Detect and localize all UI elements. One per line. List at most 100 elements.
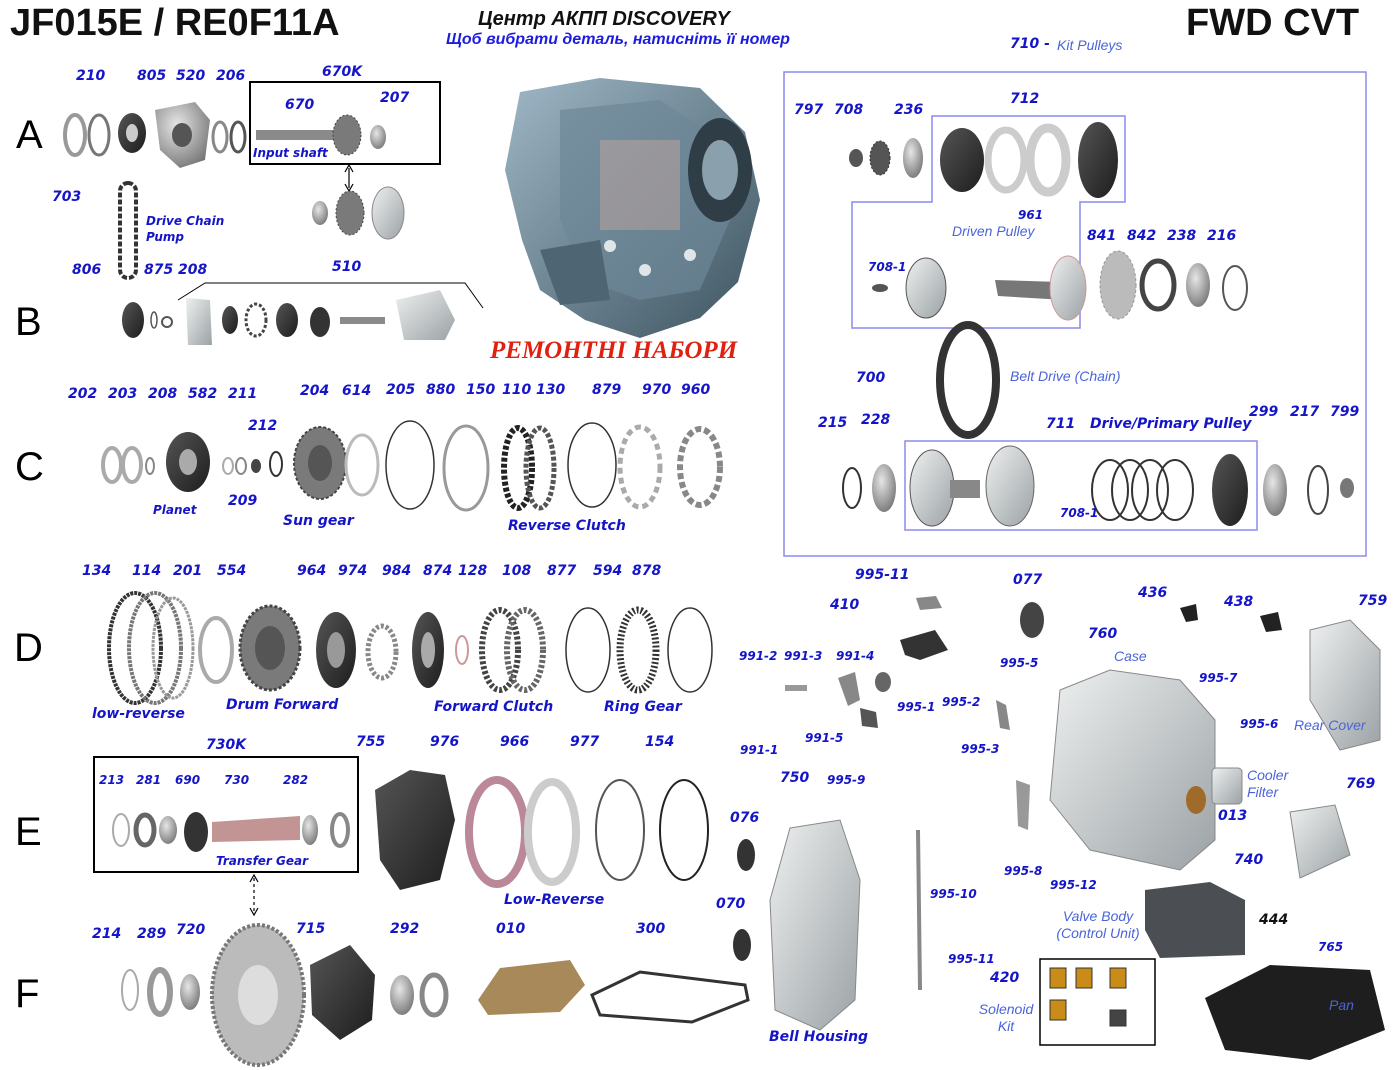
- part-number[interactable]: 875: [144, 262, 174, 278]
- part-number[interactable]: 841: [1087, 228, 1117, 244]
- part-number[interactable]: 878: [632, 563, 662, 579]
- part-number[interactable]: 710 -: [1010, 36, 1050, 52]
- part-number[interactable]: 708-1: [1060, 506, 1099, 520]
- part-number[interactable]: 995-6: [1240, 717, 1279, 731]
- part-number[interactable]: 206: [216, 68, 246, 84]
- part-number[interactable]: 114: [132, 563, 162, 579]
- part-number[interactable]: 281: [136, 773, 162, 787]
- part-number[interactable]: 410: [830, 597, 860, 613]
- part-number[interactable]: 210: [76, 68, 106, 84]
- part-number[interactable]: 134: [82, 563, 112, 579]
- part-number[interactable]: 995-7: [1199, 671, 1238, 685]
- part-number[interactable]: 201: [173, 563, 203, 579]
- part-number[interactable]: 444: [1259, 912, 1289, 928]
- part-number[interactable]: 877: [547, 563, 577, 579]
- part-number[interactable]: 520: [176, 68, 206, 84]
- part-number[interactable]: 805: [137, 68, 167, 84]
- part-number[interactable]: 282: [283, 773, 309, 787]
- part-number[interactable]: 216: [1207, 228, 1237, 244]
- part-number[interactable]: 769: [1346, 776, 1376, 792]
- part-number[interactable]: 730: [224, 773, 250, 787]
- part-number[interactable]: 211: [228, 386, 258, 402]
- part-number[interactable]: 799: [1330, 404, 1360, 420]
- part-number[interactable]: 730K: [206, 737, 247, 753]
- part-number[interactable]: 202: [68, 386, 98, 402]
- part-number[interactable]: 720: [176, 922, 206, 938]
- part-number[interactable]: 070: [716, 896, 746, 912]
- part-number[interactable]: 879: [592, 382, 622, 398]
- part-number[interactable]: 740: [1234, 852, 1264, 868]
- part-number[interactable]: 077: [1013, 572, 1043, 588]
- part-number[interactable]: 715: [296, 921, 326, 937]
- part-number[interactable]: 238: [1167, 228, 1197, 244]
- part-number[interactable]: 289: [137, 926, 167, 942]
- part-number[interactable]: 755: [356, 734, 386, 750]
- part-number[interactable]: 991-3: [784, 649, 823, 663]
- part-number[interactable]: 874: [423, 563, 453, 579]
- part-number[interactable]: 961: [1018, 208, 1044, 222]
- part-number[interactable]: 436: [1138, 585, 1168, 601]
- part-number[interactable]: 960: [681, 382, 711, 398]
- part-number[interactable]: 995-9: [827, 773, 866, 787]
- part-number[interactable]: 991-1: [740, 743, 779, 757]
- part-number[interactable]: 995-3: [961, 742, 1000, 756]
- part-number[interactable]: 765: [1318, 940, 1344, 954]
- part-number[interactable]: 013: [1218, 808, 1248, 824]
- part-number[interactable]: 209: [228, 493, 258, 509]
- part-number[interactable]: 150: [466, 382, 496, 398]
- part-number[interactable]: 299: [1249, 404, 1279, 420]
- part-number[interactable]: 292: [390, 921, 420, 937]
- part-number[interactable]: 228: [861, 412, 891, 428]
- part-number[interactable]: 207: [380, 90, 410, 106]
- part-number[interactable]: 759: [1358, 593, 1388, 609]
- part-number[interactable]: 212: [248, 418, 278, 434]
- part-number[interactable]: 750: [780, 770, 810, 786]
- part-number[interactable]: 708: [834, 102, 864, 118]
- part-number[interactable]: 204: [300, 383, 330, 399]
- part-number[interactable]: 995-5: [1000, 656, 1039, 670]
- part-number[interactable]: 010: [496, 921, 526, 937]
- part-number[interactable]: 670K: [322, 64, 363, 80]
- part-number[interactable]: 236: [894, 102, 924, 118]
- part-number[interactable]: 970: [642, 382, 672, 398]
- part-number[interactable]: 991-4: [836, 649, 875, 663]
- part-number[interactable]: 203: [108, 386, 138, 402]
- part-number[interactable]: 797: [794, 102, 824, 118]
- part-number[interactable]: 712: [1010, 91, 1040, 107]
- part-number[interactable]: 995-2: [942, 695, 981, 709]
- part-number[interactable]: 690: [175, 773, 201, 787]
- part-number[interactable]: 614: [342, 383, 372, 399]
- part-number[interactable]: 984: [382, 563, 412, 579]
- part-number[interactable]: 964: [297, 563, 327, 579]
- part-number[interactable]: 213: [99, 773, 125, 787]
- part-number[interactable]: 108: [502, 563, 532, 579]
- part-number[interactable]: 977: [570, 734, 600, 750]
- part-number[interactable]: 510: [332, 259, 362, 275]
- part-number[interactable]: 205: [386, 382, 416, 398]
- part-number[interactable]: 995-10: [930, 887, 977, 901]
- part-number[interactable]: 670: [285, 97, 315, 113]
- part-number[interactable]: 110: [502, 382, 532, 398]
- part-number[interactable]: 154: [645, 734, 675, 750]
- part-number[interactable]: 976: [430, 734, 460, 750]
- part-number[interactable]: 995-11: [948, 952, 995, 966]
- part-number[interactable]: 974: [338, 563, 368, 579]
- part-number[interactable]: 554: [217, 563, 247, 579]
- part-number[interactable]: 708-1: [868, 260, 907, 274]
- part-number[interactable]: 991-5: [805, 731, 844, 745]
- part-number[interactable]: 594: [593, 563, 623, 579]
- part-number[interactable]: 217: [1290, 404, 1320, 420]
- part-number[interactable]: 130: [536, 382, 566, 398]
- part-number[interactable]: 215: [818, 415, 848, 431]
- part-number[interactable]: 711: [1046, 416, 1076, 432]
- part-number[interactable]: 995-11: [855, 567, 910, 583]
- part-number[interactable]: 214: [92, 926, 122, 942]
- part-number[interactable]: 300: [636, 921, 666, 937]
- part-number[interactable]: 880: [426, 382, 456, 398]
- part-number[interactable]: 076: [730, 810, 760, 826]
- part-number[interactable]: 208: [178, 262, 208, 278]
- part-number[interactable]: 420: [990, 970, 1020, 986]
- part-number[interactable]: 995-12: [1050, 878, 1097, 892]
- part-number[interactable]: 208: [148, 386, 178, 402]
- part-number[interactable]: 438: [1224, 594, 1254, 610]
